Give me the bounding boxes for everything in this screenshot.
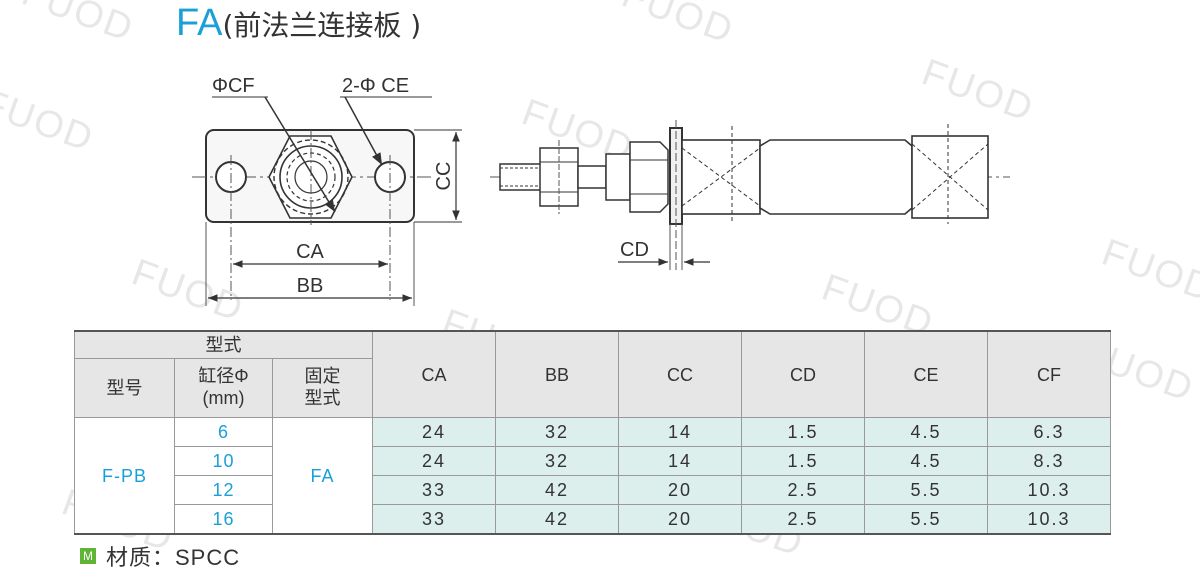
model-cell: F-PB xyxy=(74,417,175,535)
value-cell: 20 xyxy=(618,504,743,535)
table-row: 16 33 42 20 2.5 5.5 10.3 xyxy=(75,504,1112,535)
header-col-ca: CA xyxy=(372,330,497,418)
label-cf: ΦCF xyxy=(212,75,255,97)
value-cell: 32 xyxy=(495,417,620,447)
header-col-cf: CF xyxy=(987,330,1112,418)
value-cell: 14 xyxy=(618,417,743,447)
value-cell: 5.5 xyxy=(864,475,989,505)
table-row: 12 33 42 20 2.5 5.5 10.3 xyxy=(75,475,1112,505)
header-bore: 缸径Φ (mm) xyxy=(174,358,273,418)
value-cell: 32 xyxy=(495,446,620,476)
dimension-table: 型式 CA BB CC CD CE CF 型号 缸径Φ (mm) 固定 型式 F… xyxy=(73,330,1112,535)
material-note: M 材质：SPCC xyxy=(80,542,240,570)
label-ce: 2-Φ CE xyxy=(342,75,409,97)
value-cell: 42 xyxy=(495,504,620,535)
header-model-group: 型式 xyxy=(73,330,374,359)
table-row: 10 24 32 14 1.5 4.5 8.3 xyxy=(75,446,1112,476)
fixed-type-cell: FA xyxy=(271,417,374,535)
header-fixed-type: 固定 型式 xyxy=(271,358,374,418)
value-cell: 1.5 xyxy=(741,446,866,476)
header-fixed-line2: 型式 xyxy=(304,388,341,408)
flange-technical-drawing: ΦCF 2-Φ CE CC CA BB xyxy=(192,75,1010,306)
flange-front-view xyxy=(192,96,462,306)
value-cell: 42 xyxy=(495,475,620,505)
header-bore-unit: (mm) xyxy=(202,388,245,408)
page-title: FA(前法兰连接板 ) xyxy=(176,2,421,50)
header-fixed-line1: 固定 xyxy=(304,366,341,387)
cylinder-side-view xyxy=(490,120,1010,270)
value-cell: 4.5 xyxy=(864,417,989,447)
value-cell: 20 xyxy=(618,475,743,505)
table-row: F-PB 6 FA 24 32 14 1.5 4.5 6.3 xyxy=(74,417,1112,535)
value-cell: 10.3 xyxy=(987,504,1112,535)
value-cell: 1.5 xyxy=(741,417,866,447)
bore-cell: 16 xyxy=(174,504,273,535)
value-cell: 10.3 xyxy=(987,475,1112,505)
value-cell: 6.3 xyxy=(987,417,1112,447)
label-bb: BB xyxy=(297,275,324,297)
bore-cell: 12 xyxy=(174,475,273,505)
label-cd: CD xyxy=(620,239,649,261)
value-cell: 33 xyxy=(372,475,497,505)
material-badge-icon: M xyxy=(80,548,96,564)
title-name: (前法兰连接板 ) xyxy=(222,9,422,42)
material-text: 材质：SPCC xyxy=(106,545,241,570)
bore-cell: 6 xyxy=(174,417,273,447)
header-col-bb: BB xyxy=(495,330,620,418)
header-bore-label: 缸径Φ xyxy=(198,366,249,387)
label-ca: CA xyxy=(296,241,324,263)
table-header-row: 型号 缸径Φ (mm) 固定 型式 xyxy=(74,358,1111,418)
value-cell: 33 xyxy=(372,504,497,535)
value-cell: 24 xyxy=(372,417,497,447)
header-col-cd: CD xyxy=(741,330,866,418)
value-cell: 24 xyxy=(372,446,497,476)
value-cell: 2.5 xyxy=(741,504,866,535)
header-col-ce: CE xyxy=(864,330,989,418)
value-cell: 4.5 xyxy=(864,446,989,476)
value-cell: 8.3 xyxy=(987,446,1112,476)
header-type-no: 型号 xyxy=(74,358,175,418)
title-code: FA xyxy=(176,2,223,44)
value-cell: 2.5 xyxy=(741,475,866,505)
label-cc: CC xyxy=(433,162,455,191)
table-header-row: 型式 CA BB CC CD CE CF xyxy=(73,330,1112,418)
value-cell: 5.5 xyxy=(864,504,989,535)
bore-cell: 10 xyxy=(174,446,273,476)
value-cell: 14 xyxy=(618,446,743,476)
header-col-cc: CC xyxy=(618,330,743,418)
